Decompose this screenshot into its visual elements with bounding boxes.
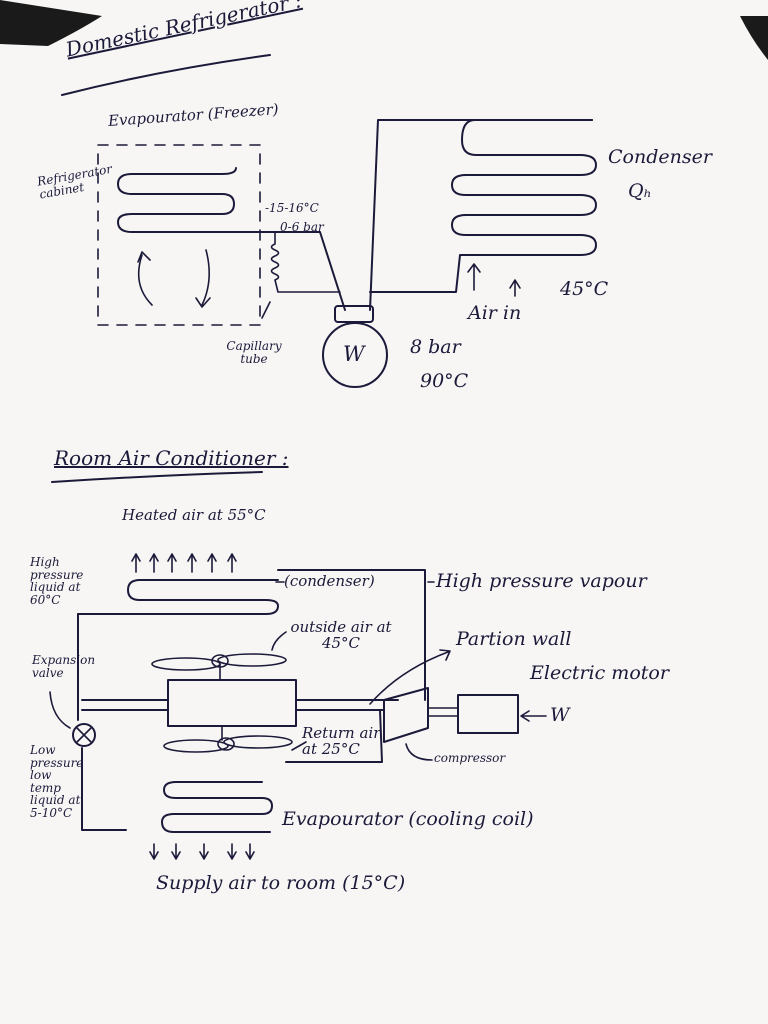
page-corner-shadow-right — [740, 16, 768, 60]
return-air-label: Return air at 25°C — [302, 724, 381, 758]
evaporator-coil — [117, 167, 276, 233]
supply-air-label: Supply air to room (15°C) — [156, 872, 406, 894]
outer-circuit-left — [77, 613, 127, 831]
indoor-fan-blade-left — [163, 739, 229, 753]
compressor-body — [334, 305, 374, 323]
expansion-valve-cross — [76, 727, 92, 743]
hp-vapour-label: High pressure vapour — [436, 570, 647, 592]
work-input-label: W — [550, 704, 570, 726]
outside-air-label: outside air at 45°C — [290, 618, 392, 652]
condenser-label: Condenser — [608, 146, 712, 168]
air-in-label: Air in — [468, 302, 522, 324]
work-input-arrow — [520, 710, 547, 722]
evaporator-temp-label: -15-16°C — [265, 201, 319, 215]
indoor-fan-hub — [217, 737, 235, 751]
condenser-coil — [369, 119, 597, 293]
ac-heading: Room Air Conditioner : — [54, 446, 289, 470]
air-in-arrow-1 — [467, 263, 481, 291]
return-air-leader — [291, 741, 307, 751]
indoor-circuit — [285, 709, 383, 763]
electric-motor-label: Electric motor — [530, 662, 669, 684]
hp-liquid-label: High pressure liquid at 60°C — [30, 555, 84, 607]
supply-air-arrows — [149, 843, 255, 860]
suction-line — [274, 231, 346, 311]
page-corner-shadow — [0, 0, 102, 46]
partition-wall — [81, 699, 399, 711]
compressor-circle — [322, 322, 388, 388]
capillary-tube-coil — [270, 231, 341, 293]
heat-rejected-label: Qₕ — [628, 180, 652, 202]
expansion-leader — [49, 691, 71, 729]
heated-air-arrows — [131, 553, 237, 573]
compressor-shaft — [427, 707, 459, 717]
circulation-arrow-right — [195, 249, 211, 308]
evaporator-coil-ac — [161, 781, 273, 833]
outside-air-leader — [271, 631, 287, 651]
compressor-temp-label: 90°C — [420, 370, 469, 392]
electric-motor-box — [457, 694, 519, 734]
outdoor-fan-hub — [211, 654, 229, 668]
capillary-tube-label: Capillary tube — [226, 339, 282, 366]
capillary-leader — [261, 301, 271, 319]
ac-compressor-label: compressor — [434, 751, 506, 765]
partition-wall-label: Partion wall — [456, 628, 572, 650]
outer-circuit-top — [277, 569, 426, 701]
heated-air-label: Heated air at 55°C — [122, 506, 266, 524]
condenser-coil-ac — [77, 579, 279, 615]
outdoor-fan-blade-left — [151, 657, 221, 671]
heading-underline-ac — [51, 471, 263, 483]
indoor-fan-blade-right — [223, 735, 293, 749]
circulation-arrow-left — [137, 251, 153, 306]
compressor-leader — [405, 743, 433, 761]
evaporator-pressure-label: 0-6 bar — [280, 220, 324, 234]
refrigerator-cabinet-outline — [97, 144, 261, 326]
fan-motor-box — [167, 679, 297, 727]
expansion-valve-symbol — [72, 723, 96, 747]
lp-liquid-label: Low pressure low temp liquid at 5-10°C — [30, 743, 84, 820]
partition-leader — [369, 649, 451, 705]
heading-underline — [61, 54, 271, 96]
expansion-valve-label: Expansion valve — [32, 653, 96, 680]
outdoor-fan-blade-right — [217, 653, 287, 667]
air-in-arrow-2 — [509, 279, 521, 297]
compressor-symbol — [383, 687, 429, 743]
air-temp-label: 45°C — [560, 278, 609, 300]
compressor-pressure-label: 8 bar — [410, 336, 461, 358]
ac-evaporator-label: Evapourator (cooling coil) — [282, 808, 534, 830]
ac-condenser-label: (condenser) — [284, 572, 375, 590]
compressor-work-label: W — [343, 342, 365, 366]
